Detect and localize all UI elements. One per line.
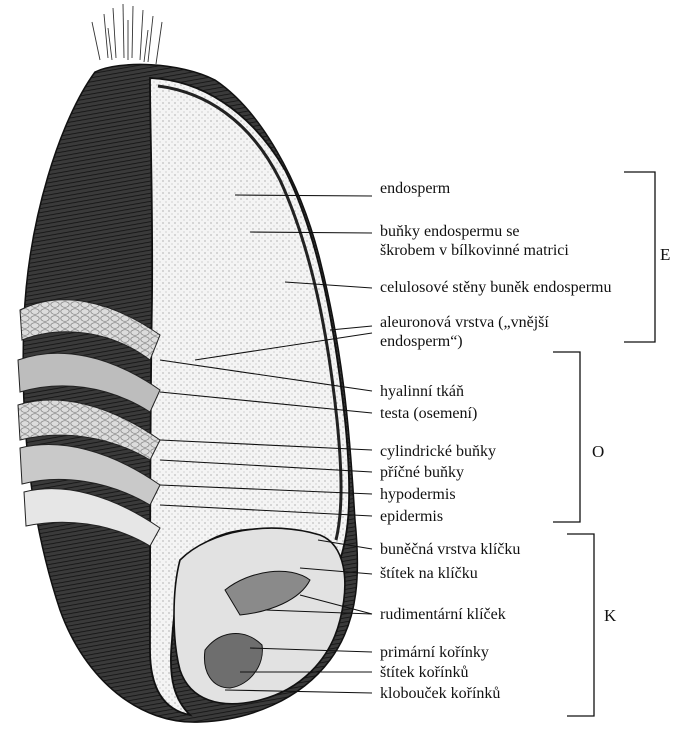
embryo-region <box>174 528 345 704</box>
label-hyalinni-tkan: hyalinní tkáň <box>380 382 464 401</box>
label-celulosove-steny: celulosové stěny buněk endospermu <box>380 278 612 297</box>
grain-brush-hairs <box>92 4 162 64</box>
label-cylindricke-bunky: cylindrické buňky <box>380 442 496 461</box>
label-klobouchek-korinku: klobouček kořínků <box>380 684 500 703</box>
label-bunecna-vrstva: buněčná vrstva klíčku <box>380 540 520 559</box>
group-label-e: E <box>660 245 670 265</box>
bracket-k <box>567 534 594 716</box>
label-rudimentarni-klicek: rudimentární klíček <box>380 605 506 624</box>
label-aleuronova-vrstva-line1: aleuronová vrstva („vnější <box>380 313 549 332</box>
label-testa: testa (osemení) <box>380 404 477 423</box>
label-bunky-endospermu-line1: buňky endospermu se <box>380 222 520 241</box>
group-label-k: K <box>604 606 616 626</box>
label-bunky-endospermu-line2: škrobem v bílkovinné matrici <box>380 241 569 260</box>
label-stitek-korinku: štítek kořínků <box>380 663 468 682</box>
label-endosperm: endosperm <box>380 179 450 198</box>
label-aleuronova-vrstva-line2: endosperm“) <box>380 332 463 351</box>
label-hypodermis: hypodermis <box>380 485 456 504</box>
label-primarni-korinky: primární kořínky <box>380 643 489 662</box>
label-pricne-bunky: příčné buňky <box>380 463 464 482</box>
group-label-o: O <box>592 442 604 462</box>
label-stitek-na-klicku: štítek na klíčku <box>380 564 478 583</box>
label-epidermis: epidermis <box>380 507 443 526</box>
bracket-e <box>624 172 655 342</box>
bracket-o <box>553 352 580 522</box>
